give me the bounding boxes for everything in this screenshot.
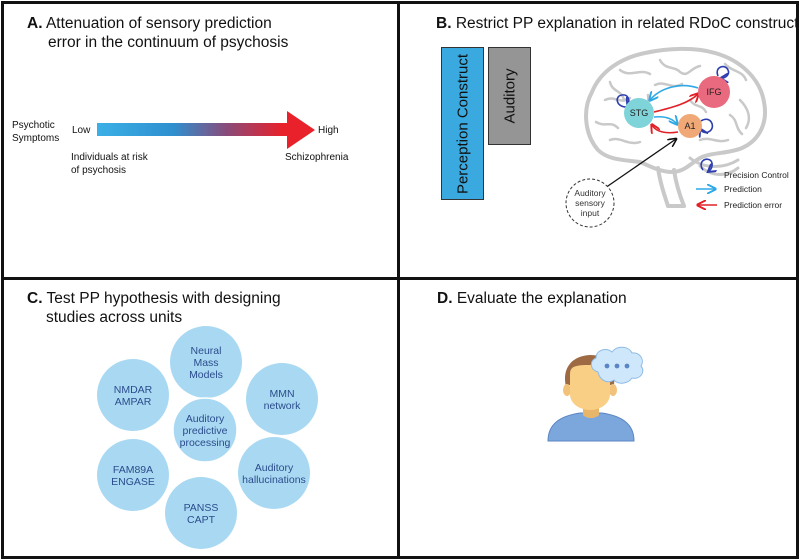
node-a1: A1 bbox=[678, 114, 702, 138]
circle-fam89a-engase-label-line: FAM89A bbox=[113, 464, 153, 476]
circle-panss-capt-shape bbox=[165, 477, 237, 549]
circle-auditory-predictive-processing-label-line: predictive bbox=[183, 425, 228, 437]
circle-neural-mass-models-label-line: Neural bbox=[191, 345, 222, 357]
sensory-input-node: Auditory sensory input bbox=[565, 178, 615, 228]
legend: Precision Control Prediction Prediction … bbox=[696, 158, 789, 210]
input-line2: sensory bbox=[575, 198, 606, 208]
perception-construct-box: Perception Construct bbox=[441, 47, 484, 200]
circle-neural-mass-models-label-line: Mass bbox=[193, 357, 218, 369]
node-a1-label: A1 bbox=[684, 121, 695, 131]
panel-d-title-text: Evaluate the explanation bbox=[456, 290, 627, 307]
thought-dot-2 bbox=[614, 363, 620, 369]
node-stg-label: STG bbox=[630, 108, 649, 118]
panel-a-title-line2: error in the continuum of psychosis bbox=[48, 34, 289, 51]
legend-item-prediction: Prediction bbox=[696, 184, 762, 194]
axis-label-line2: Symptoms bbox=[12, 133, 60, 144]
circle-auditory-predictive-processing-shape bbox=[172, 397, 238, 463]
legend-label-prediction: Prediction bbox=[724, 184, 762, 194]
circle-mmn-network-shape bbox=[246, 363, 318, 435]
person-icon bbox=[547, 355, 635, 442]
person-ear-right bbox=[609, 384, 617, 396]
precision-loop-stg bbox=[616, 94, 629, 108]
horizontal-divider bbox=[1, 277, 797, 280]
thought-dot-3 bbox=[624, 363, 630, 369]
thought-bubble-icon bbox=[590, 346, 644, 384]
panel-d-letter: D. bbox=[437, 290, 453, 307]
input-line3: input bbox=[581, 208, 600, 218]
panel-b-title-text: Restrict PP explanation in related RDoC … bbox=[455, 15, 799, 32]
precision-control-icon bbox=[700, 158, 712, 171]
circle-fam89a-engase-shape bbox=[97, 439, 169, 511]
circle-auditory-hallucinations-shape bbox=[238, 437, 310, 509]
low-group-label: Individuals at risk of psychosis bbox=[71, 151, 148, 177]
circle-auditory-hallucinations-label-line: hallucinations bbox=[242, 474, 306, 486]
auditory-subconstruct-box: Auditory bbox=[488, 47, 531, 145]
panel-a-title: A. Attenuation of sensory prediction bbox=[27, 14, 272, 34]
low-label: Low bbox=[72, 125, 91, 136]
circle-neural-mass-models-label-line: Models bbox=[189, 369, 223, 381]
sensory-input-arrow bbox=[604, 139, 676, 189]
circle-panss-capt-label-line: CAPT bbox=[187, 514, 216, 526]
legend-item-precision-control: Precision Control bbox=[700, 158, 789, 180]
psychotic-symptoms-label: Psychotic Symptoms bbox=[12, 119, 59, 145]
node-stg: STG bbox=[624, 98, 654, 128]
circle-nmdar-ampar-shape bbox=[97, 359, 169, 431]
circle-mmn-network-label-line: network bbox=[264, 400, 302, 412]
legend-item-prediction-error: Prediction error bbox=[698, 200, 782, 210]
panel-b-title: B. Restrict PP explanation in related RD… bbox=[436, 14, 798, 34]
person-shoulders bbox=[547, 412, 635, 442]
circle-neural-mass-models-shape bbox=[170, 326, 242, 398]
panel-a-letter: A. bbox=[27, 15, 43, 32]
panel-c-title: C. Test PP hypothesis with designing bbox=[27, 289, 281, 309]
prediction-error-arrow-a1-to-stg bbox=[652, 125, 679, 133]
prediction-error-arrow-stg-to-ifg bbox=[653, 94, 698, 113]
node-ifg-label: IFG bbox=[707, 87, 722, 97]
person-ear-left bbox=[563, 384, 571, 396]
prediction-arrow-ifg-to-stg bbox=[650, 84, 699, 100]
panel-c-letter: C. bbox=[27, 290, 43, 307]
high-label: High bbox=[318, 125, 339, 136]
panel-c-title-line1: Test PP hypothesis with designing bbox=[46, 290, 281, 307]
continuum-arrow bbox=[97, 111, 315, 149]
precision-loop-a1 bbox=[701, 118, 714, 132]
circle-auditory-hallucinations-label-line: Auditory bbox=[255, 462, 294, 474]
legend-label-prediction-error: Prediction error bbox=[724, 200, 782, 210]
panel-d-title: D. Evaluate the explanation bbox=[437, 289, 627, 309]
thought-dot-1 bbox=[604, 363, 610, 369]
panel-c-title-line2: studies across units bbox=[46, 309, 183, 326]
node-ifg: IFG bbox=[698, 76, 730, 108]
low-group-line2: of psychosis bbox=[71, 165, 127, 176]
circle-fam89a-engase-label-line: ENGASE bbox=[111, 476, 155, 488]
circle-auditory-predictive-processing-label-line: processing bbox=[180, 437, 231, 449]
panel-a-title-line1: Attenuation of sensory prediction bbox=[45, 15, 272, 32]
high-group-label: Schizophrenia bbox=[285, 152, 349, 163]
panel-b-letter: B. bbox=[436, 15, 452, 32]
input-line1: Auditory bbox=[574, 188, 606, 198]
legend-label-precision-control: Precision Control bbox=[724, 170, 789, 180]
circle-nmdar-ampar-label-line: NMDAR bbox=[114, 384, 153, 396]
prediction-arrow-stg-to-a1 bbox=[653, 117, 677, 124]
low-group-line1: Individuals at risk bbox=[71, 152, 148, 163]
circle-panss-capt-label-line: PANSS bbox=[184, 502, 219, 514]
precision-loop-ifg bbox=[716, 65, 730, 78]
circle-auditory-predictive-processing-label-line: Auditory bbox=[186, 413, 225, 425]
circle-mmn-network-label-line: MMN bbox=[269, 388, 294, 400]
axis-label-line1: Psychotic bbox=[12, 120, 55, 131]
circle-nmdar-ampar-label-line: AMPAR bbox=[115, 396, 152, 408]
